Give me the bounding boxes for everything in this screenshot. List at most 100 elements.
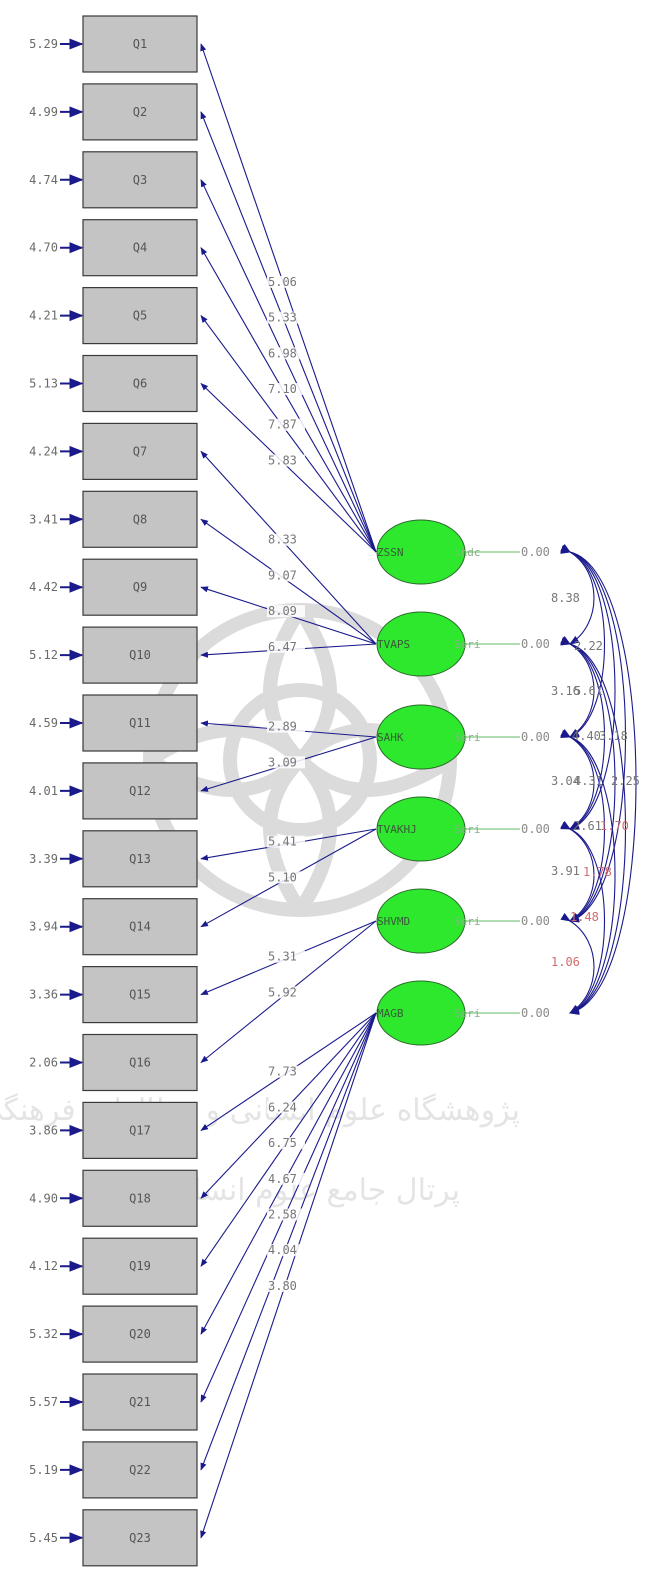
correlation-arc (560, 545, 627, 923)
correlation-label: 2.25 (611, 774, 640, 788)
error-variance-label: 5.19 (29, 1463, 58, 1477)
loading-label-bg (267, 986, 305, 999)
loading-label-bg (267, 383, 305, 396)
loading-label: 6.24 (268, 1100, 297, 1114)
correlation-label: 1.48 (570, 910, 599, 924)
loading-label-bg (267, 720, 305, 733)
error-variance-label: 4.21 (29, 309, 58, 323)
observed-box (82, 15, 198, 73)
observed-box (82, 83, 198, 141)
latent-label: TVAPS (377, 638, 410, 651)
observed-label: Q19 (129, 1259, 151, 1273)
error-variance-label: 3.36 (29, 988, 58, 1002)
loading-path (200, 179, 377, 553)
observed-box (82, 151, 198, 209)
observed-box (82, 626, 198, 684)
correlation-arc (560, 730, 616, 1014)
error-variance-label: 3.94 (29, 920, 58, 934)
loading-label: 5.31 (268, 950, 297, 964)
error-variance-label: 5.13 (29, 377, 58, 391)
error-variance-label: 3.39 (29, 852, 58, 866)
latent-label: TVAKHJ (377, 823, 417, 836)
observed-label: Q5 (133, 309, 147, 323)
loading-label-bg (267, 756, 305, 769)
observed-box (82, 1373, 198, 1431)
observed-q19: Q19 4.12 (29, 1237, 198, 1295)
loading-label-bg (267, 418, 305, 431)
loading-label-bg (267, 950, 305, 963)
loading-label-bg (267, 640, 305, 653)
factor-correlations (560, 543, 637, 1015)
latent-label: SAHK (377, 731, 404, 744)
loading-label: 2.58 (268, 1208, 297, 1222)
observed-label: Q13 (129, 852, 151, 866)
observed-q7: Q74.24 (29, 422, 198, 480)
observed-box (82, 965, 198, 1024)
error-variance-label: 4.42 (29, 580, 58, 594)
error-variance-label: 4.59 (29, 716, 58, 730)
correlation-label: 8.38 (551, 591, 580, 605)
observed-box (82, 287, 198, 345)
loading-label-bg (267, 871, 305, 884)
observed-q8: Q83.41 (29, 490, 198, 548)
error-variance-label: 4.74 (29, 173, 58, 187)
observed-q16: Q16 2.06 (29, 1033, 198, 1092)
error-variance-label: 2.06 (29, 1056, 58, 1070)
loading-label: 3.80 (268, 1279, 297, 1293)
error-variance-label: 4.90 (29, 1191, 58, 1205)
loading-label: 9.07 (268, 568, 297, 582)
error-variance-label: 4.12 (29, 1259, 58, 1273)
loading-label: 6.75 (268, 1136, 297, 1150)
correlation-label: 1.78 (583, 865, 612, 879)
error-variance-label: 4.24 (29, 444, 58, 458)
latent-label: SHVMD (377, 915, 410, 928)
observed-q13: Q13 3.39 (29, 830, 198, 888)
loading-label: 8.09 (268, 604, 297, 618)
observed-box (82, 219, 198, 277)
correlation-arc (560, 545, 616, 830)
loading-label-bg (267, 1279, 305, 1292)
loading-label: 4.04 (268, 1243, 297, 1257)
loading-label-bg (267, 311, 305, 324)
observed-box (82, 490, 198, 548)
loading-label-bg (267, 454, 305, 467)
loading-label: 5.10 (268, 870, 297, 884)
latent-variance-label: 0.00 (521, 730, 550, 744)
loading-labels: 5.065.336.987.107.875.838.339.078.096.47… (267, 275, 305, 1293)
loading-path (200, 111, 377, 553)
observed-label: Q18 (129, 1191, 151, 1205)
observed-label: Q11 (129, 716, 151, 730)
correlation-label: 1.70 (600, 819, 629, 833)
observed-label: Q12 (129, 784, 151, 798)
observed-q9: Q94.42 (29, 558, 198, 616)
observed-box (82, 1101, 198, 1160)
error-variance-label: 3.41 (29, 512, 58, 526)
observed-q2: Q24.99 (29, 83, 198, 141)
latent-variance-label: 0.00 (521, 1006, 550, 1020)
loading-label: 4.67 (268, 1172, 297, 1186)
loading-label: 6.47 (268, 640, 297, 654)
observed-label: Q17 (129, 1123, 151, 1137)
observed-q18: Q18 4.90 (29, 1169, 198, 1227)
correlation-label: 3.16 (551, 684, 580, 698)
loading-label-bg (267, 1244, 305, 1257)
latent-variance-label: 0.00 (521, 822, 550, 836)
loading-label: 8.33 (268, 533, 297, 547)
observed-box (82, 422, 198, 480)
loading-path (200, 450, 377, 645)
latent-label: MAGB (377, 1007, 404, 1020)
error-variance-label: 4.99 (29, 105, 58, 119)
loading-label-bg (267, 347, 305, 360)
observed-box (82, 558, 198, 616)
latent-variance-label: 0.00 (521, 637, 550, 651)
observed-label: Q16 (129, 1056, 151, 1070)
loading-label: 6.98 (268, 346, 297, 360)
error-variance-label: 3.86 (29, 1123, 58, 1137)
observed-box (82, 830, 198, 888)
observed-box (82, 354, 198, 413)
